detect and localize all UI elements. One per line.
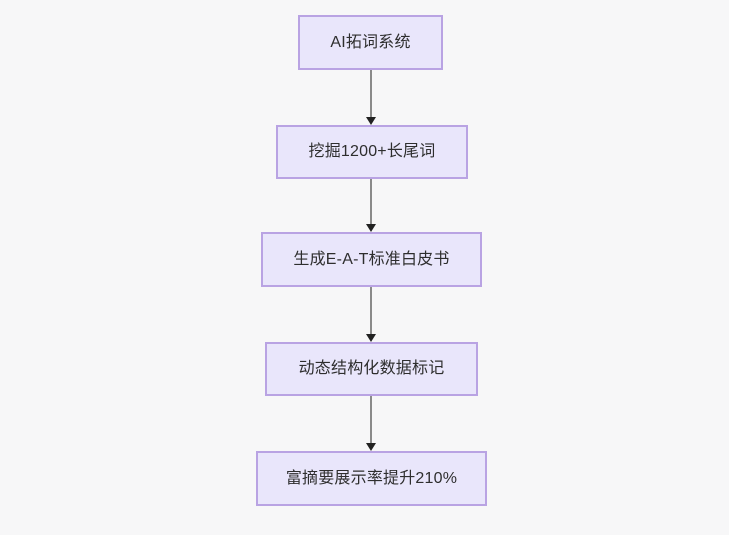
- flowchart-node-1-label: AI拓词系统: [330, 33, 411, 51]
- edge-line: [370, 396, 372, 443]
- flowchart-node-5-label: 富摘要展示率提升210%: [285, 469, 458, 487]
- flowchart-node-1[interactable]: AI拓词系统: [298, 15, 443, 70]
- flowchart-node-4-label: 动态结构化数据标记: [298, 360, 445, 378]
- edge-line: [370, 287, 372, 334]
- edge-line: [370, 179, 372, 224]
- flowchart-node-5[interactable]: 富摘要展示率提升210%: [256, 451, 487, 506]
- flowchart-node-3[interactable]: 生成E-A-T标准白皮书: [261, 232, 482, 287]
- arrow-down-icon: [366, 224, 376, 232]
- flowchart-node-4[interactable]: 动态结构化数据标记: [265, 342, 478, 396]
- arrow-down-icon: [366, 443, 376, 451]
- arrow-down-icon: [366, 117, 376, 125]
- arrow-down-icon: [366, 334, 376, 342]
- flowchart-node-2-label: 挖掘1200+长尾词: [308, 143, 436, 161]
- flowchart-node-3-label: 生成E-A-T标准白皮书: [293, 250, 450, 268]
- edge-line: [370, 70, 372, 117]
- flowchart-node-2[interactable]: 挖掘1200+长尾词: [276, 125, 468, 179]
